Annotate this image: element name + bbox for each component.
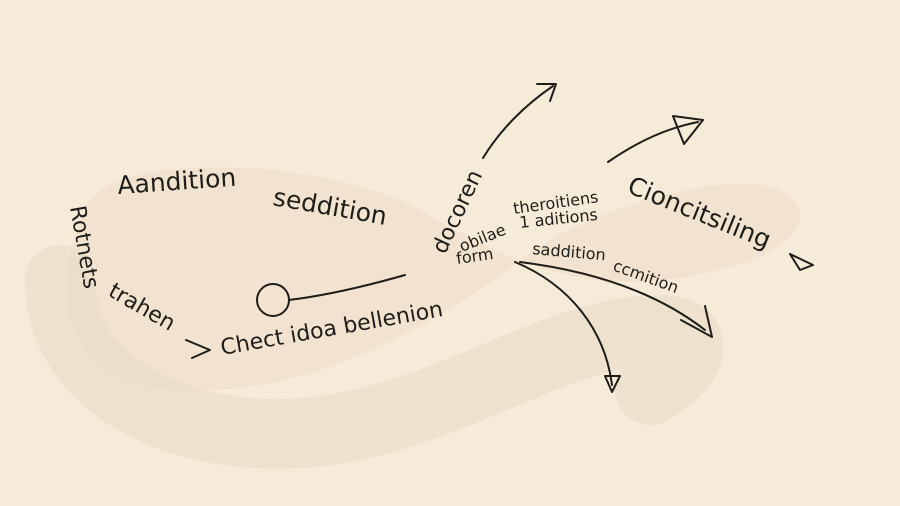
- arrow-head-icon: [185, 339, 211, 359]
- arrow-head-icon: [789, 253, 814, 271]
- connector-line: [288, 274, 406, 301]
- infinity-ribbon: [25, 167, 800, 469]
- arrow-head-icon: [536, 83, 557, 102]
- curved-arrow-lower-right: [519, 261, 706, 331]
- arrow-head-icon: [604, 375, 621, 393]
- curved-arrow-up: [482, 85, 554, 159]
- arrow-head-icon: [680, 305, 713, 338]
- curved-arrow-top-right: [607, 121, 699, 163]
- curved-arrow-down: [514, 261, 613, 386]
- arrow-head-icon: [672, 115, 704, 145]
